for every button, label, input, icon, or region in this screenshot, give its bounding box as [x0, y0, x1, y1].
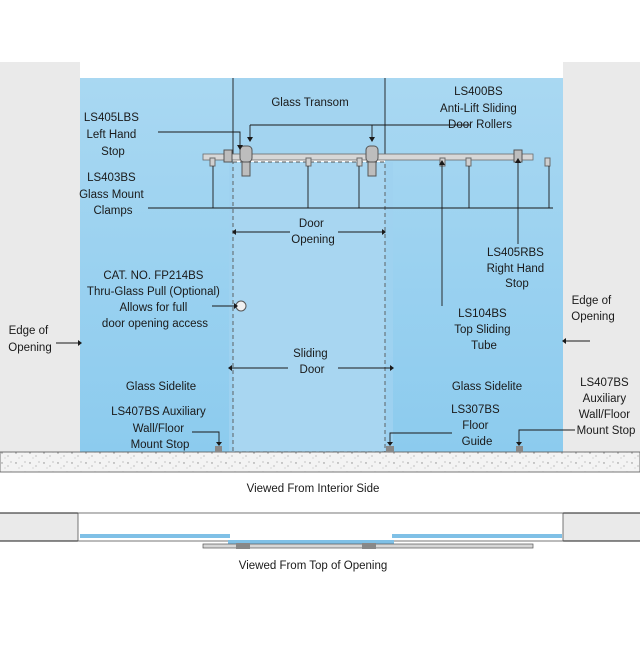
top-view-sidelite-left	[80, 534, 230, 538]
glass-sidelite-left-panel	[80, 78, 233, 452]
ls104bs-label: LS104BS Top Sliding Tube	[454, 308, 513, 352]
viewed-top-caption: Viewed From Top of Opening	[239, 560, 388, 572]
top-view-sidelite-right	[392, 534, 562, 538]
top-view	[0, 512, 640, 549]
ls403bs-label: LS403BS Glass Mount Clamps	[79, 172, 147, 217]
glass-sidelite-right-panel	[385, 78, 563, 452]
ls405rbs-label: LS405RBS Right Hand Stop	[487, 247, 548, 290]
floor-slab	[0, 451, 640, 473]
glass-sidelite-right-label: Glass Sidelite	[452, 381, 522, 393]
left-hand-stop	[223, 149, 233, 163]
glass-transom-panel	[233, 78, 385, 156]
glass-sidelite-left-label: Glass Sidelite	[126, 381, 196, 393]
floor-stop-right	[516, 446, 523, 452]
viewed-interior-caption: Viewed From Interior Side	[247, 483, 380, 495]
wall-right	[563, 62, 640, 452]
door-opening-label: Door Opening	[291, 218, 334, 246]
anti-lift-rollers	[239, 145, 379, 177]
ls307bs-label: LS307BS Floor Guide	[451, 404, 503, 448]
sliding-door-panel	[229, 162, 393, 452]
ls405lbs-label: LS405LBS Left Hand Stop	[84, 112, 142, 158]
ls407bs-right-label: LS407BS Auxiliary Wall/Floor Mount Stop	[577, 377, 636, 437]
ls400bs-label: LS400BS Anti-Lift Sliding Door Rollers	[440, 86, 520, 131]
floor-guide	[386, 446, 394, 452]
top-view-door	[228, 540, 394, 544]
fp214bs-label: CAT. NO. FP214BS Thru-Glass Pull (Option…	[87, 270, 223, 330]
sliding-door-label: Sliding Door	[293, 348, 331, 376]
edge-of-opening-left-label: Edge of Opening	[8, 325, 51, 354]
floor-stop-left	[215, 446, 222, 452]
ls407bs-left-label: LS407BS Auxiliary Wall/Floor Mount Stop	[111, 406, 209, 451]
edge-of-opening-right-label: Edge of Opening	[571, 295, 614, 323]
wall-left	[0, 62, 80, 452]
glass-transom-label: Glass Transom	[271, 97, 348, 109]
